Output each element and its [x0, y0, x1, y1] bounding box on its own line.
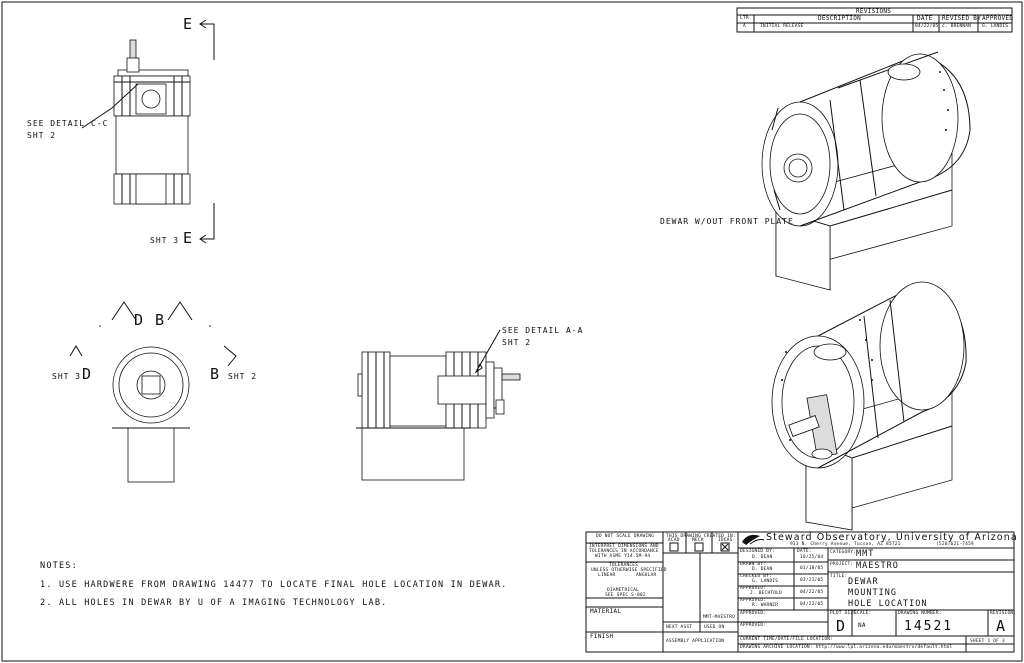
- iso-view-no-front-plate: [761, 51, 971, 291]
- rev-row-date: 04/22/05: [915, 24, 939, 29]
- tb-material: MATERIAL: [590, 608, 622, 615]
- tb-project: MAESTRO: [856, 561, 899, 571]
- tb-category-label: CATEGORY:: [830, 550, 857, 555]
- callout-dewar-no-front-plate: DEWAR W/OUT FRONT PLATE: [660, 217, 794, 226]
- tb-approved-2: R. WARNER: [752, 603, 779, 608]
- tb-date-designed: 10/25/04: [800, 555, 824, 560]
- section-b-top: B: [155, 311, 165, 329]
- tb-size-label: PLOT SIZE: [830, 611, 857, 616]
- tb-see-spec: SEE SPEC S-002: [605, 593, 646, 598]
- tb-approved-1: J. BECHTOLD: [750, 591, 783, 596]
- side-view: [356, 329, 521, 481]
- tb-linear: LINEAR: [598, 573, 616, 578]
- title-block-lines: [585, 531, 1015, 653]
- tb-checked-by: G. LANDIS: [752, 579, 779, 584]
- iso-view-with-front-plate: [771, 281, 967, 531]
- tb-cad-acad: ACAD: [668, 538, 680, 543]
- tb-scale-label: SCALE:: [854, 611, 872, 616]
- tb-sheet: SHEET 1 OF 3: [970, 639, 1005, 644]
- tb-next-asst: NEXT ASST: [666, 625, 693, 630]
- tb-designed-by: D. DEAN: [752, 555, 773, 560]
- section-b-sheet-ref: SHT 2: [228, 372, 258, 381]
- tb-approved-label-2: APPROVED:: [740, 598, 767, 603]
- tb-finish: FINISH: [590, 633, 614, 640]
- tb-angular: ANGULAR: [636, 573, 657, 578]
- revisions-title: REVISIONS: [856, 8, 892, 15]
- tb-approved-label: APPROVED:: [740, 586, 767, 591]
- rev-row-approved: G. LANDIS: [982, 24, 1009, 29]
- tb-date-drawn: 01/18/05: [800, 566, 824, 571]
- tb-org-phone: (520)621-7459: [936, 542, 974, 547]
- tb-interpret-2: TOLERANCES IN ACCORDANCE: [589, 549, 659, 554]
- tb-date-label: DATE:: [797, 549, 812, 554]
- tb-drawing-number-label: DRAWING NUMBER:: [898, 611, 942, 616]
- tb-designed-by-label: DESIGNED BY:: [740, 549, 775, 554]
- tb-interpret-1: INTERPRET DIMENSIONS AND: [589, 544, 659, 549]
- tb-date-checked: 03/21/05: [800, 578, 824, 583]
- tb-title-1: DEWAR: [848, 577, 879, 587]
- tb-unless: UNLESS OTHERWISE SPECIFIED: [591, 568, 667, 573]
- callout-detail-c-sheet: SHT 2: [27, 131, 57, 140]
- tb-cad-ideas: IDEAS: [718, 538, 733, 543]
- tb-drawn-by-label: DRAWN BY:: [740, 562, 767, 567]
- section-e-sheet-ref: SHT 3: [150, 236, 180, 245]
- tb-checked-by-label: CHECKED BY:: [740, 574, 773, 579]
- rev-header-revised-by: REVISED BY: [942, 15, 982, 22]
- tb-title-label: TITLE:: [830, 574, 848, 579]
- tb-interpret-3: WITH ASME Y14.5M-94: [595, 554, 651, 559]
- end-view: [69, 301, 237, 483]
- tb-date-approved-2: 04/22/05: [800, 602, 824, 607]
- tb-cad-mech: MECH: [692, 538, 704, 543]
- tb-category: MMT: [856, 549, 875, 559]
- tb-approved-label-4: APPROVED:: [740, 623, 767, 628]
- front-view: [81, 19, 215, 244]
- tb-date-approved-1: 04/22/05: [800, 590, 824, 595]
- rev-header-ltr: LTR: [740, 16, 749, 21]
- tb-scale: NA: [858, 622, 866, 629]
- section-d-sheet-ref: SHT 3: [52, 372, 82, 381]
- section-e-top: E: [183, 15, 193, 33]
- rev-row-ltr: A: [743, 24, 746, 29]
- rev-row-revised-by: c. BRENNAN: [942, 24, 972, 29]
- tb-approved-label-3: APPROVED:: [740, 611, 767, 616]
- rev-header-description: DESCRIPTION: [818, 15, 862, 22]
- section-d-left: D: [82, 365, 92, 383]
- tb-revision: A: [996, 617, 1006, 635]
- rev-header-approved: APPROVED: [982, 15, 1014, 22]
- callout-detail-a-sheet: SHT 2: [502, 338, 532, 347]
- section-b-right: B: [210, 365, 220, 383]
- tb-title-3: HOLE LOCATION: [848, 599, 928, 609]
- tb-mmt-maestro: MMT-MAESTRO: [703, 615, 736, 620]
- callout-detail-c: SEE DETAIL C-C: [27, 119, 109, 128]
- tb-org-address: 933 N. Cherry Avenue, Tucson, AZ 85721: [790, 542, 901, 547]
- tb-created-in: THIS DRAWING CREATED IN:: [666, 534, 736, 539]
- tb-archive-location: DRAWING ARCHIVE LOCATION: http://www.lpl…: [740, 645, 953, 650]
- note-1: 1. USE HARDWERE FROM DRAWING 14477 TO LO…: [40, 580, 508, 590]
- note-2: 2. ALL HOLES IN DEWAR BY U OF A IMAGING …: [40, 598, 388, 608]
- revision-table-lines: [736, 7, 1013, 33]
- tb-tolerances: TOLERANCES: [609, 563, 639, 568]
- section-e-bottom: E: [183, 229, 193, 247]
- tb-do-not-scale: DO NOT SCALE DRAWING: [596, 534, 655, 539]
- callout-detail-a: SEE DETAIL A-A: [502, 326, 584, 335]
- tb-assembly-application: ASSEMBLY APPLICATION: [666, 639, 725, 644]
- tb-org-name: Steward Observatory, University of Arizo…: [766, 532, 1018, 543]
- rev-header-date: DATE: [917, 15, 933, 22]
- tb-revision-label: REVISION:: [990, 611, 1017, 616]
- tb-used-on: USED ON: [704, 625, 725, 630]
- section-d-top: D: [134, 311, 144, 329]
- tb-project-label: PROJECT:: [830, 562, 854, 567]
- tb-diametrical: DIAMETRICAL: [607, 588, 640, 593]
- notes-title: NOTES:: [40, 561, 78, 571]
- tb-current-time-label: CURRENT TIME/DATE/FILE LOCATION:: [740, 637, 834, 642]
- tb-size: D: [836, 617, 846, 635]
- tb-drawn-by: D. DEAN: [752, 567, 773, 572]
- tb-title-2: MOUNTING: [848, 588, 897, 598]
- tb-drawing-number: 14521: [904, 619, 954, 634]
- rev-row-description: INITIAL RELEASE: [760, 24, 804, 29]
